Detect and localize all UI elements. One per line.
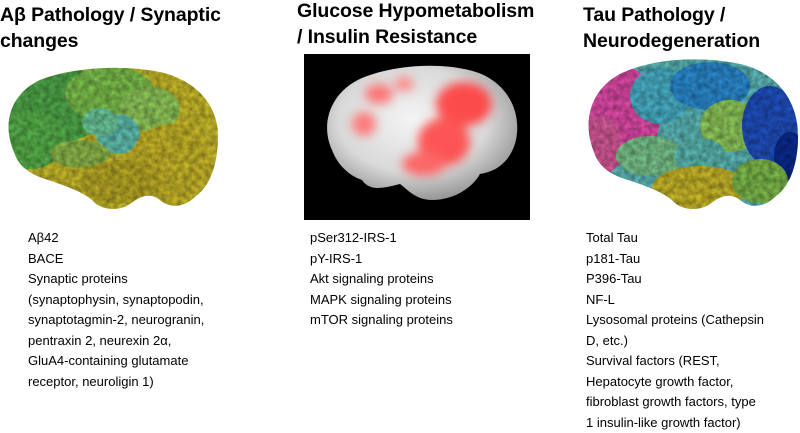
list-item: synaptotagmin-2, neurogranin, [28, 310, 204, 331]
panel-title-line: changes [0, 28, 221, 54]
marker-list-abeta: Aβ42 BACE Synaptic proteins (synaptophys… [28, 228, 204, 392]
list-item: Hepatocyte growth factor, [586, 372, 764, 393]
list-item: P396-Tau [586, 269, 764, 290]
panel-title-abeta: Aβ Pathology / Synaptic changes [0, 2, 221, 54]
panel-title-line: Aβ Pathology / Synaptic [0, 2, 221, 28]
list-item: pentraxin 2, neurexin 2α, [28, 331, 204, 352]
list-item: Synaptic proteins [28, 269, 204, 290]
list-item: 1 insulin-like growth factor) [586, 413, 764, 433]
brain-image-glucose [304, 54, 530, 220]
list-item: MAPK signaling proteins [310, 290, 453, 311]
brain-image-tau [580, 56, 800, 216]
list-item: Akt signaling proteins [310, 269, 453, 290]
list-item: pSer312-IRS-1 [310, 228, 453, 249]
list-item: pY-IRS-1 [310, 249, 453, 270]
list-item: NF-L [586, 290, 764, 311]
panel-title-line: / Insulin Resistance [297, 24, 534, 50]
list-item: Survival factors (REST, [586, 351, 764, 372]
list-item: GluA4-containing glutamate [28, 351, 204, 372]
marker-list-glucose: pSer312-IRS-1 pY-IRS-1 Akt signaling pro… [310, 228, 453, 331]
list-item: Aβ42 [28, 228, 204, 249]
panel-title-line: Glucose Hypometabolism [297, 0, 534, 24]
list-item: Total Tau [586, 228, 764, 249]
panel-title-tau: Tau Pathology / Neurodegeneration [583, 2, 760, 54]
list-item: D, etc.) [586, 331, 764, 352]
brain-image-abeta [0, 64, 222, 214]
list-item: p181-Tau [586, 249, 764, 270]
list-item: fibroblast growth factors, type [586, 392, 764, 413]
list-item: mTOR signaling proteins [310, 310, 453, 331]
list-item: receptor, neuroligin 1) [28, 372, 204, 393]
panel-title-line: Neurodegeneration [583, 28, 760, 54]
marker-list-tau: Total Tau p181-Tau P396-Tau NF-L Lysosom… [586, 228, 764, 433]
list-item: (synaptophysin, synaptopodin, [28, 290, 204, 311]
panel-title-glucose: Glucose Hypometabolism / Insulin Resista… [297, 0, 534, 50]
list-item: BACE [28, 249, 204, 270]
list-item: Lysosomal proteins (Cathepsin [586, 310, 764, 331]
panel-title-line: Tau Pathology / [583, 2, 760, 28]
